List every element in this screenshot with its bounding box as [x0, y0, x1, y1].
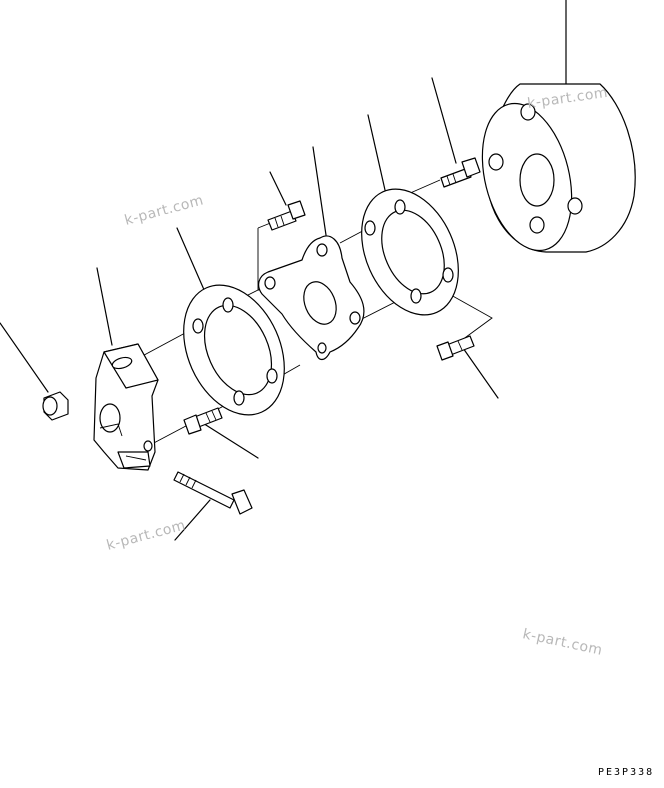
- leader-lines: [0, 0, 567, 541]
- leader-line-top-bolt: [431, 77, 457, 164]
- watermark: k-part.com: [105, 517, 188, 553]
- watermark: k-part.com: [521, 626, 604, 659]
- flange-plate: [258, 235, 365, 361]
- leader-line-left-ring: [176, 227, 206, 293]
- watermark: k-part.com: [123, 192, 206, 228]
- flange-bolt-hole: [264, 276, 276, 290]
- ring-bolt-hole: [394, 199, 406, 215]
- ring-bolt-hole: [192, 318, 204, 334]
- flange-bolt-hole: [349, 311, 361, 325]
- ring-bolt-hole: [410, 288, 422, 304]
- leader-line-long-bolt: [174, 499, 211, 541]
- nut: [42, 391, 69, 421]
- flange-bolt-hole: [317, 342, 327, 354]
- leader-line-flange-bolt: [269, 171, 287, 206]
- coupling-bolt-hole: [567, 197, 583, 215]
- flange-bolt-hole: [316, 243, 328, 257]
- bracket-bore: [99, 403, 121, 433]
- ring-bolt-hole: [222, 297, 234, 313]
- ring-bolt-hole: [364, 220, 376, 236]
- flange-bore: [303, 281, 337, 325]
- left-ring-gasket: [183, 284, 285, 416]
- coupling-bolt-hole: [488, 153, 504, 171]
- flange-bolt: [267, 200, 306, 231]
- top-bolt: [440, 157, 481, 188]
- long-bolt: [173, 471, 253, 515]
- leader-line-right-ring: [367, 114, 386, 191]
- coupling-bore: [519, 153, 555, 207]
- coupling-hub: [481, 83, 636, 253]
- ring-bolt-hole: [266, 368, 278, 384]
- leader-line-bracket: [96, 267, 113, 346]
- lower-bolt: [183, 407, 223, 435]
- ring-bolt-hole: [442, 267, 454, 283]
- coupling-bolt-hole: [529, 216, 545, 234]
- coupling-bolt-hole: [520, 103, 536, 121]
- clamp-bracket: [93, 343, 159, 471]
- leader-line-nut: [0, 322, 49, 393]
- drawing-code: PE3P338: [598, 767, 654, 778]
- right-bolt: [436, 335, 475, 361]
- leader-line-lower-bolt: [197, 419, 259, 459]
- bracket-hole: [111, 356, 133, 370]
- ring-bolt-hole: [233, 390, 245, 406]
- leader-line-right-bolt: [462, 347, 499, 399]
- right-ring-gasket: [361, 188, 459, 316]
- leader-line-flange: [312, 146, 327, 236]
